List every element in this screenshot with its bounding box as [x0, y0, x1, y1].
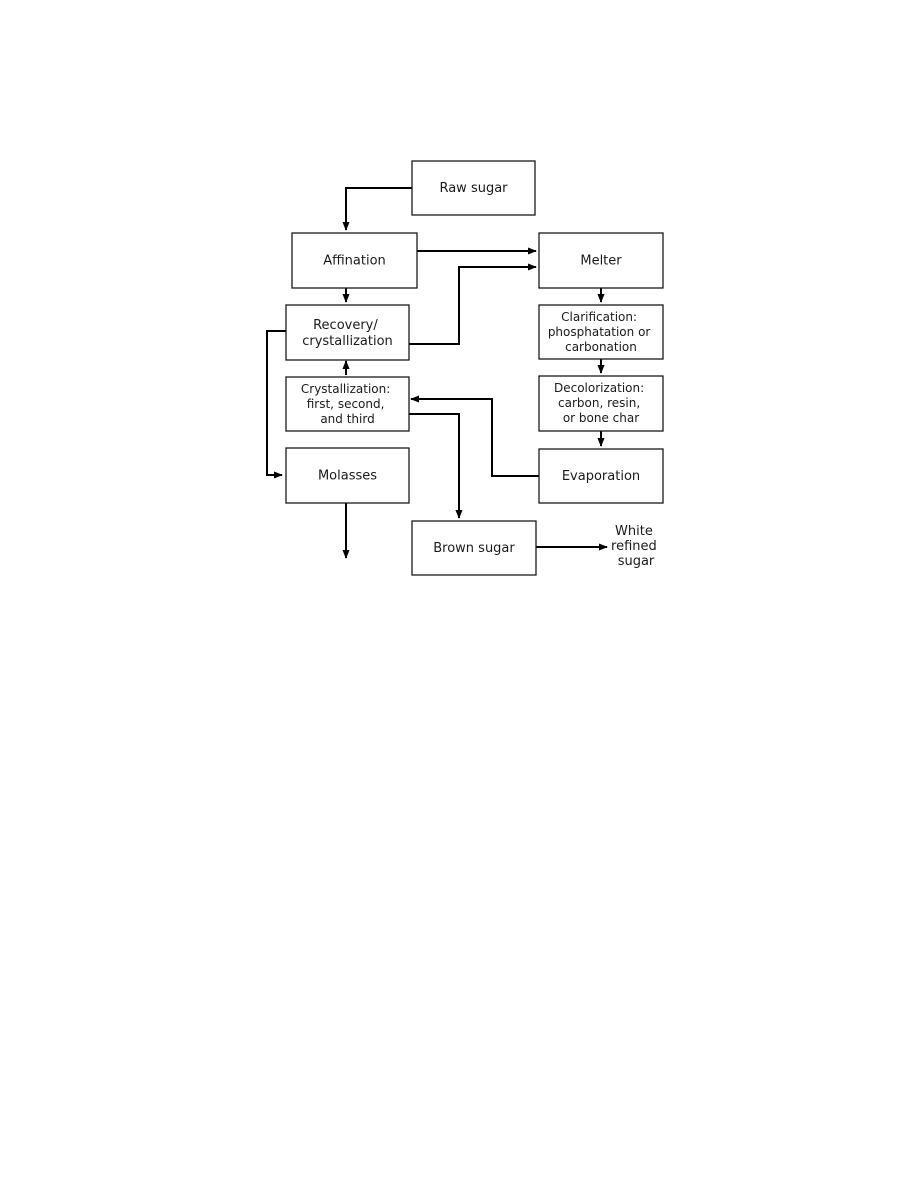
svg-text:Melter: Melter [580, 253, 622, 268]
node-clarification-line-1: Clarification: [561, 310, 637, 324]
svg-text:Raw sugar: Raw sugar [439, 181, 508, 196]
node-molasses-line: Molasses [318, 468, 377, 483]
edge-evaporation-to-crystallization [410, 395, 539, 477]
node-evaporation-line: Evaporation [562, 469, 640, 484]
node-melter-line: Melter [580, 253, 622, 268]
node-clarification-line-2: phosphatation or [548, 325, 651, 339]
edge-recovery-to-melter [409, 263, 537, 345]
svg-text:Brown sugar: Brown sugar [433, 541, 515, 556]
svg-text:Molasses: Molasses [318, 468, 377, 483]
node-recovery-line-1: Recovery/ [313, 318, 378, 333]
edge-crystallization-to-brown-sugar [409, 413, 463, 519]
node-clarification-line-3: carbonation [565, 340, 637, 354]
node-recovery-crystallization: Recovery/ crystallization [285, 304, 410, 361]
node-evaporation: Evaporation [538, 448, 664, 504]
node-brown-sugar: Brown sugar [411, 520, 537, 576]
svg-text:Recovery/ crystallizatio: Recovery/ crystallization [302, 318, 393, 349]
node-melter: Melter [538, 232, 664, 289]
node-white-refined-line-2: refined [611, 539, 657, 554]
svg-text:Decolorization: carbon,: Decolorization: carbon, resin, or bone c… [554, 381, 648, 425]
svg-text:Evaporation: Evaporation [562, 469, 640, 484]
node-affination-line: Affination [323, 253, 386, 268]
node-white-refined-line-1: White [615, 524, 653, 539]
node-crystallization-line-3: and third [320, 412, 374, 426]
node-brown-sugar-line: Brown sugar [433, 541, 515, 556]
edge-raw-sugar-to-affination [342, 187, 412, 231]
node-white-refined-sugar: White refined sugar [611, 524, 661, 569]
node-clarification: Clarification: phosphatation or carbonat… [538, 304, 664, 360]
edges [266, 187, 608, 559]
svg-text:Clarification: phosphata: Clarification: phosphatation or carbonat… [548, 310, 654, 354]
node-decolorization-line-1: Decolorization: [554, 381, 644, 395]
svg-text:Crystallization: first,: Crystallization: first, second, and thir… [301, 382, 394, 426]
node-crystallization-line-1: Crystallization: [301, 382, 390, 396]
node-decolorization-line-3: or bone char [563, 411, 639, 425]
node-recovery-line-2: crystallization [302, 334, 393, 349]
node-crystallization: Crystallization: first, second, and thir… [285, 376, 410, 432]
edge-recovery-to-molasses [266, 330, 286, 479]
svg-text:Affination: Affination [323, 253, 386, 268]
node-decolorization: Decolorization: carbon, resin, or bone c… [538, 375, 664, 432]
node-white-refined-line-3: sugar [618, 554, 655, 569]
svg-text:White refined suga: White refined sugar [611, 524, 661, 569]
node-molasses: Molasses [285, 447, 410, 504]
node-affination: Affination [291, 232, 418, 289]
node-crystallization-line-2: first, second, [307, 397, 385, 411]
node-raw-sugar: Raw sugar [411, 160, 536, 216]
node-decolorization-line-2: carbon, resin, [558, 396, 640, 410]
node-raw-sugar-line: Raw sugar [439, 181, 508, 196]
